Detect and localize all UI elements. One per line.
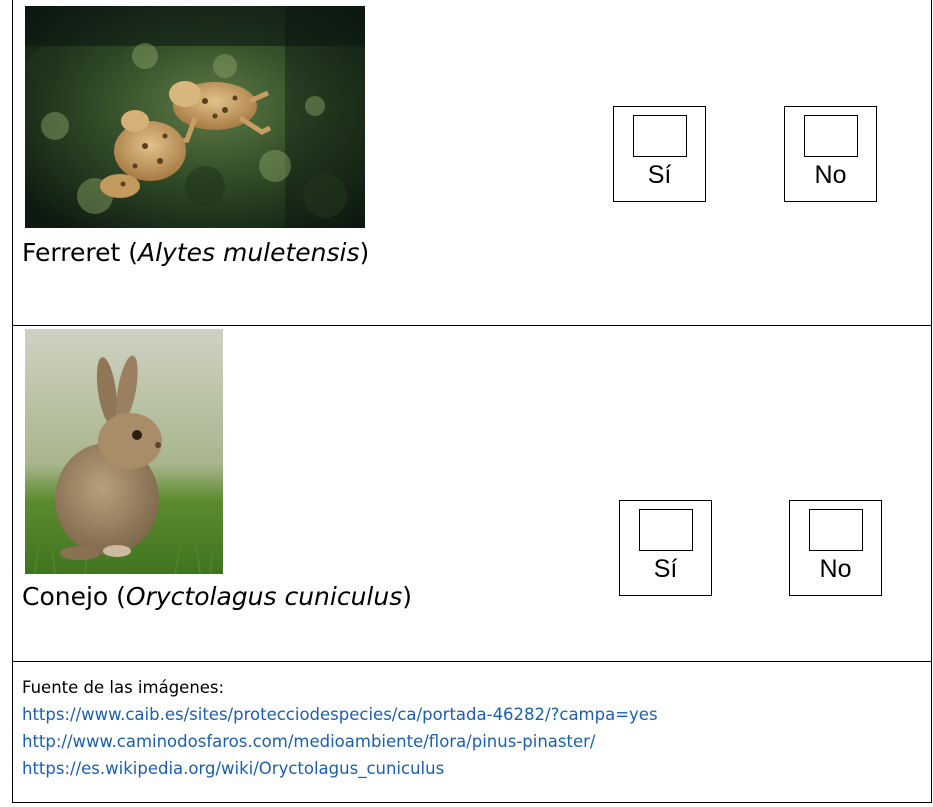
image-sources: Fuente de las imágenes: https://www.caib… — [22, 674, 658, 782]
species-caption-conejo: Conejo (Oryctolagus cuniculus) — [22, 582, 413, 611]
no-label: No — [819, 555, 852, 583]
no-checkbox-ferreret[interactable]: No — [784, 106, 877, 202]
source-link-caminodosfaros[interactable]: http://www.caminodosfaros.com/medioambie… — [22, 732, 596, 751]
checkbox-square[interactable] — [639, 509, 693, 551]
species-caption-ferreret: Ferreret (Alytes muletensis) — [22, 238, 370, 267]
rabbit-photo — [25, 329, 223, 574]
source-link-wikipedia[interactable]: https://es.wikipedia.org/wiki/Oryctolagu… — [22, 759, 445, 778]
species-table — [12, 0, 932, 803]
sources-heading: Fuente de las imágenes: — [22, 678, 225, 697]
common-name: Ferreret — [22, 238, 121, 267]
yes-label: Sí — [653, 555, 678, 583]
row-divider — [13, 325, 931, 326]
checkbox-square[interactable] — [809, 509, 863, 551]
toad-photo — [25, 6, 365, 228]
yes-checkbox-ferreret[interactable]: Sí — [613, 106, 706, 202]
scientific-name: Oryctolagus cuniculus — [125, 582, 403, 611]
scientific-name: Alytes muletensis — [137, 238, 360, 267]
yes-checkbox-conejo[interactable]: Sí — [619, 500, 712, 596]
checkbox-square[interactable] — [633, 115, 687, 157]
no-checkbox-conejo[interactable]: No — [789, 500, 882, 596]
row-divider — [13, 661, 931, 662]
common-name: Conejo — [22, 582, 109, 611]
source-link-caib[interactable]: https://www.caib.es/sites/protecciodespe… — [22, 705, 658, 724]
no-label: No — [814, 161, 847, 189]
yes-label: Sí — [647, 161, 672, 189]
checkbox-square[interactable] — [804, 115, 858, 157]
